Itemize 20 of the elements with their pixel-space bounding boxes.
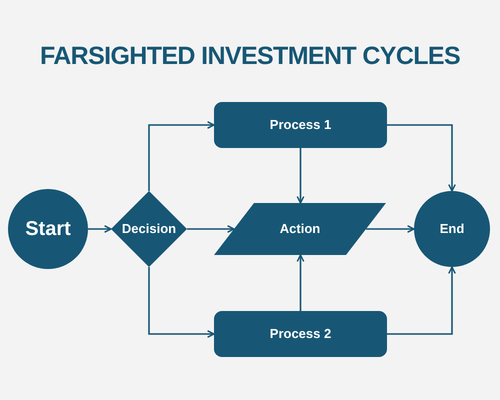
- node-label: Start: [25, 217, 71, 242]
- node-label: Action: [280, 220, 320, 238]
- process-box: [214, 311, 387, 357]
- arrow: [187, 225, 235, 233]
- arrow: [296, 148, 304, 204]
- decision-diamond: [111, 191, 187, 267]
- node-label: Process 1: [270, 116, 332, 134]
- arrow: [387, 124, 456, 192]
- node-label: End: [440, 220, 464, 238]
- arrow: [296, 254, 304, 311]
- node-label: Process 2: [270, 325, 332, 344]
- action-parallelogram: [214, 203, 386, 255]
- arrow: [88, 225, 112, 233]
- process-box: [214, 102, 387, 148]
- arrow: [148, 267, 215, 338]
- arrow: [366, 225, 415, 233]
- arrow: [387, 266, 456, 335]
- node-label: Decision: [122, 220, 176, 238]
- arrow: [148, 121, 215, 191]
- title: FARSIGHTED INVESTMENT CYCLES: [38, 41, 462, 72]
